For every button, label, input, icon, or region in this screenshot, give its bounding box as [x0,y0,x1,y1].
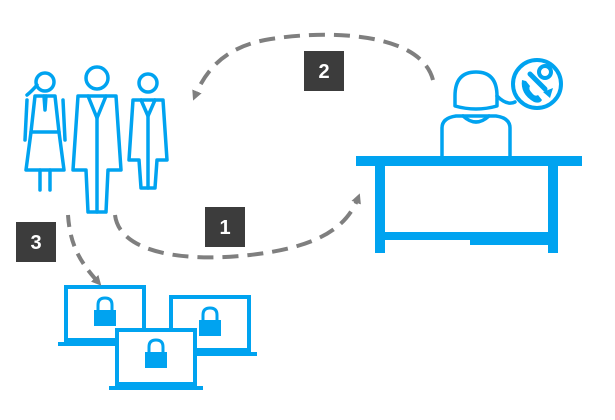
locked-laptop-icon-right [163,295,257,356]
man-figure-icon [71,65,123,214]
arrow-step-3 [66,214,102,286]
step-badge-2: 2 [304,51,344,91]
agent-figure-icon [440,70,517,162]
arrow-step-1 [113,193,361,260]
step-label-1: 1 [219,217,230,239]
arrow-step-2 [192,32,435,101]
phone-wrench-icon [511,58,563,110]
woman-figure-icon [23,71,67,192]
lock-icon [94,296,116,326]
lock-icon [199,306,221,336]
step-label-2: 2 [318,61,329,83]
man-figure-small-icon [127,72,169,190]
locked-laptop-icon-front [109,328,203,390]
lock-icon [145,338,167,368]
locked-laptop-icon-left [58,285,152,346]
step-label-3: 3 [30,232,41,254]
people-group-icon [23,65,169,214]
step-badge-1: 1 [205,207,245,247]
support-agent-icon [356,70,582,253]
step-badge-3: 3 [16,222,56,262]
desk-icon [356,156,582,253]
